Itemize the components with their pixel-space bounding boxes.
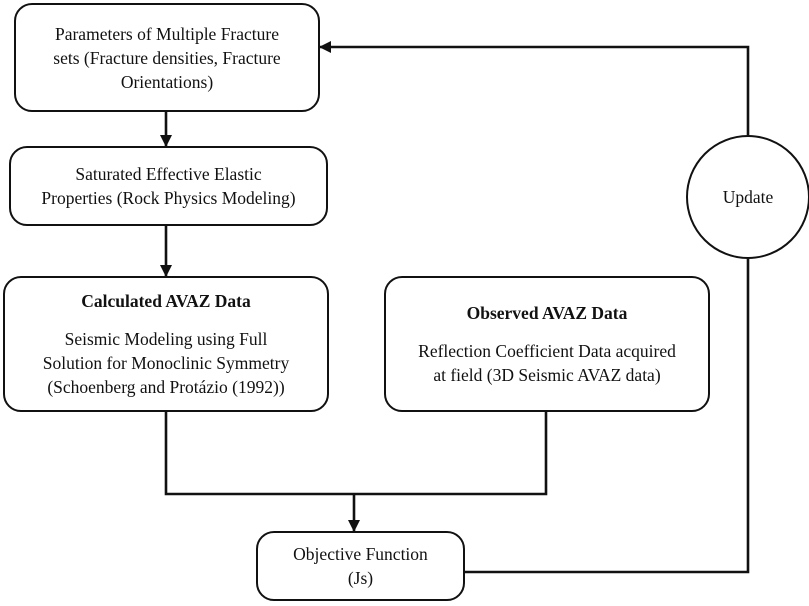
objective-function-line-1: Objective Function bbox=[293, 544, 428, 564]
observed-avaz-data-box: Observed AVAZ Data Reflection Coefficien… bbox=[384, 276, 710, 412]
calculated-avaz-title: Calculated AVAZ Data bbox=[81, 291, 251, 311]
arrow-update-to-params bbox=[319, 41, 750, 135]
fracture-parameters-line-3: Orientations) bbox=[120, 71, 214, 92]
objective-function-line-2: (Js) bbox=[347, 568, 374, 588]
observed-avaz-line-2: at field (3D Seismic AVAZ data) bbox=[433, 365, 661, 385]
update-label: Update bbox=[722, 186, 774, 207]
saturated-elastic-line-1: Saturated Effective Elastic bbox=[75, 164, 262, 184]
saturated-elastic-line-2: Properties (Rock Physics Modeling) bbox=[41, 188, 296, 208]
update-node: Update bbox=[686, 135, 809, 259]
connector-observed-to-junction bbox=[354, 412, 548, 496]
calculated-avaz-line-3: (Schoenberg and Protázio (1992)) bbox=[47, 377, 285, 397]
fracture-parameters-line-1: Parameters of Multiple Fracture bbox=[54, 23, 280, 44]
calculated-avaz-line-1: Seismic Modeling using Full bbox=[64, 329, 268, 349]
connector-objective-to-update bbox=[465, 259, 750, 574]
observed-avaz-title: Observed AVAZ Data bbox=[466, 303, 628, 323]
calculated-avaz-data-box: Calculated AVAZ Data Seismic Modeling us… bbox=[3, 276, 329, 412]
connector-calculated-to-junction bbox=[164, 412, 354, 496]
fracture-parameters-box: Parameters of Multiple Fracture sets (Fr… bbox=[14, 3, 320, 112]
objective-function-box: Objective Function (Js) bbox=[256, 531, 465, 601]
fracture-parameters-line-2: sets (Fracture densities, Fracture bbox=[53, 47, 281, 68]
observed-avaz-line-1: Reflection Coefficient Data acquired bbox=[418, 341, 676, 361]
saturated-elastic-properties-box: Saturated Effective Elastic Properties (… bbox=[9, 146, 328, 226]
calculated-avaz-line-2: Solution for Monoclinic Symmetry bbox=[42, 353, 290, 373]
